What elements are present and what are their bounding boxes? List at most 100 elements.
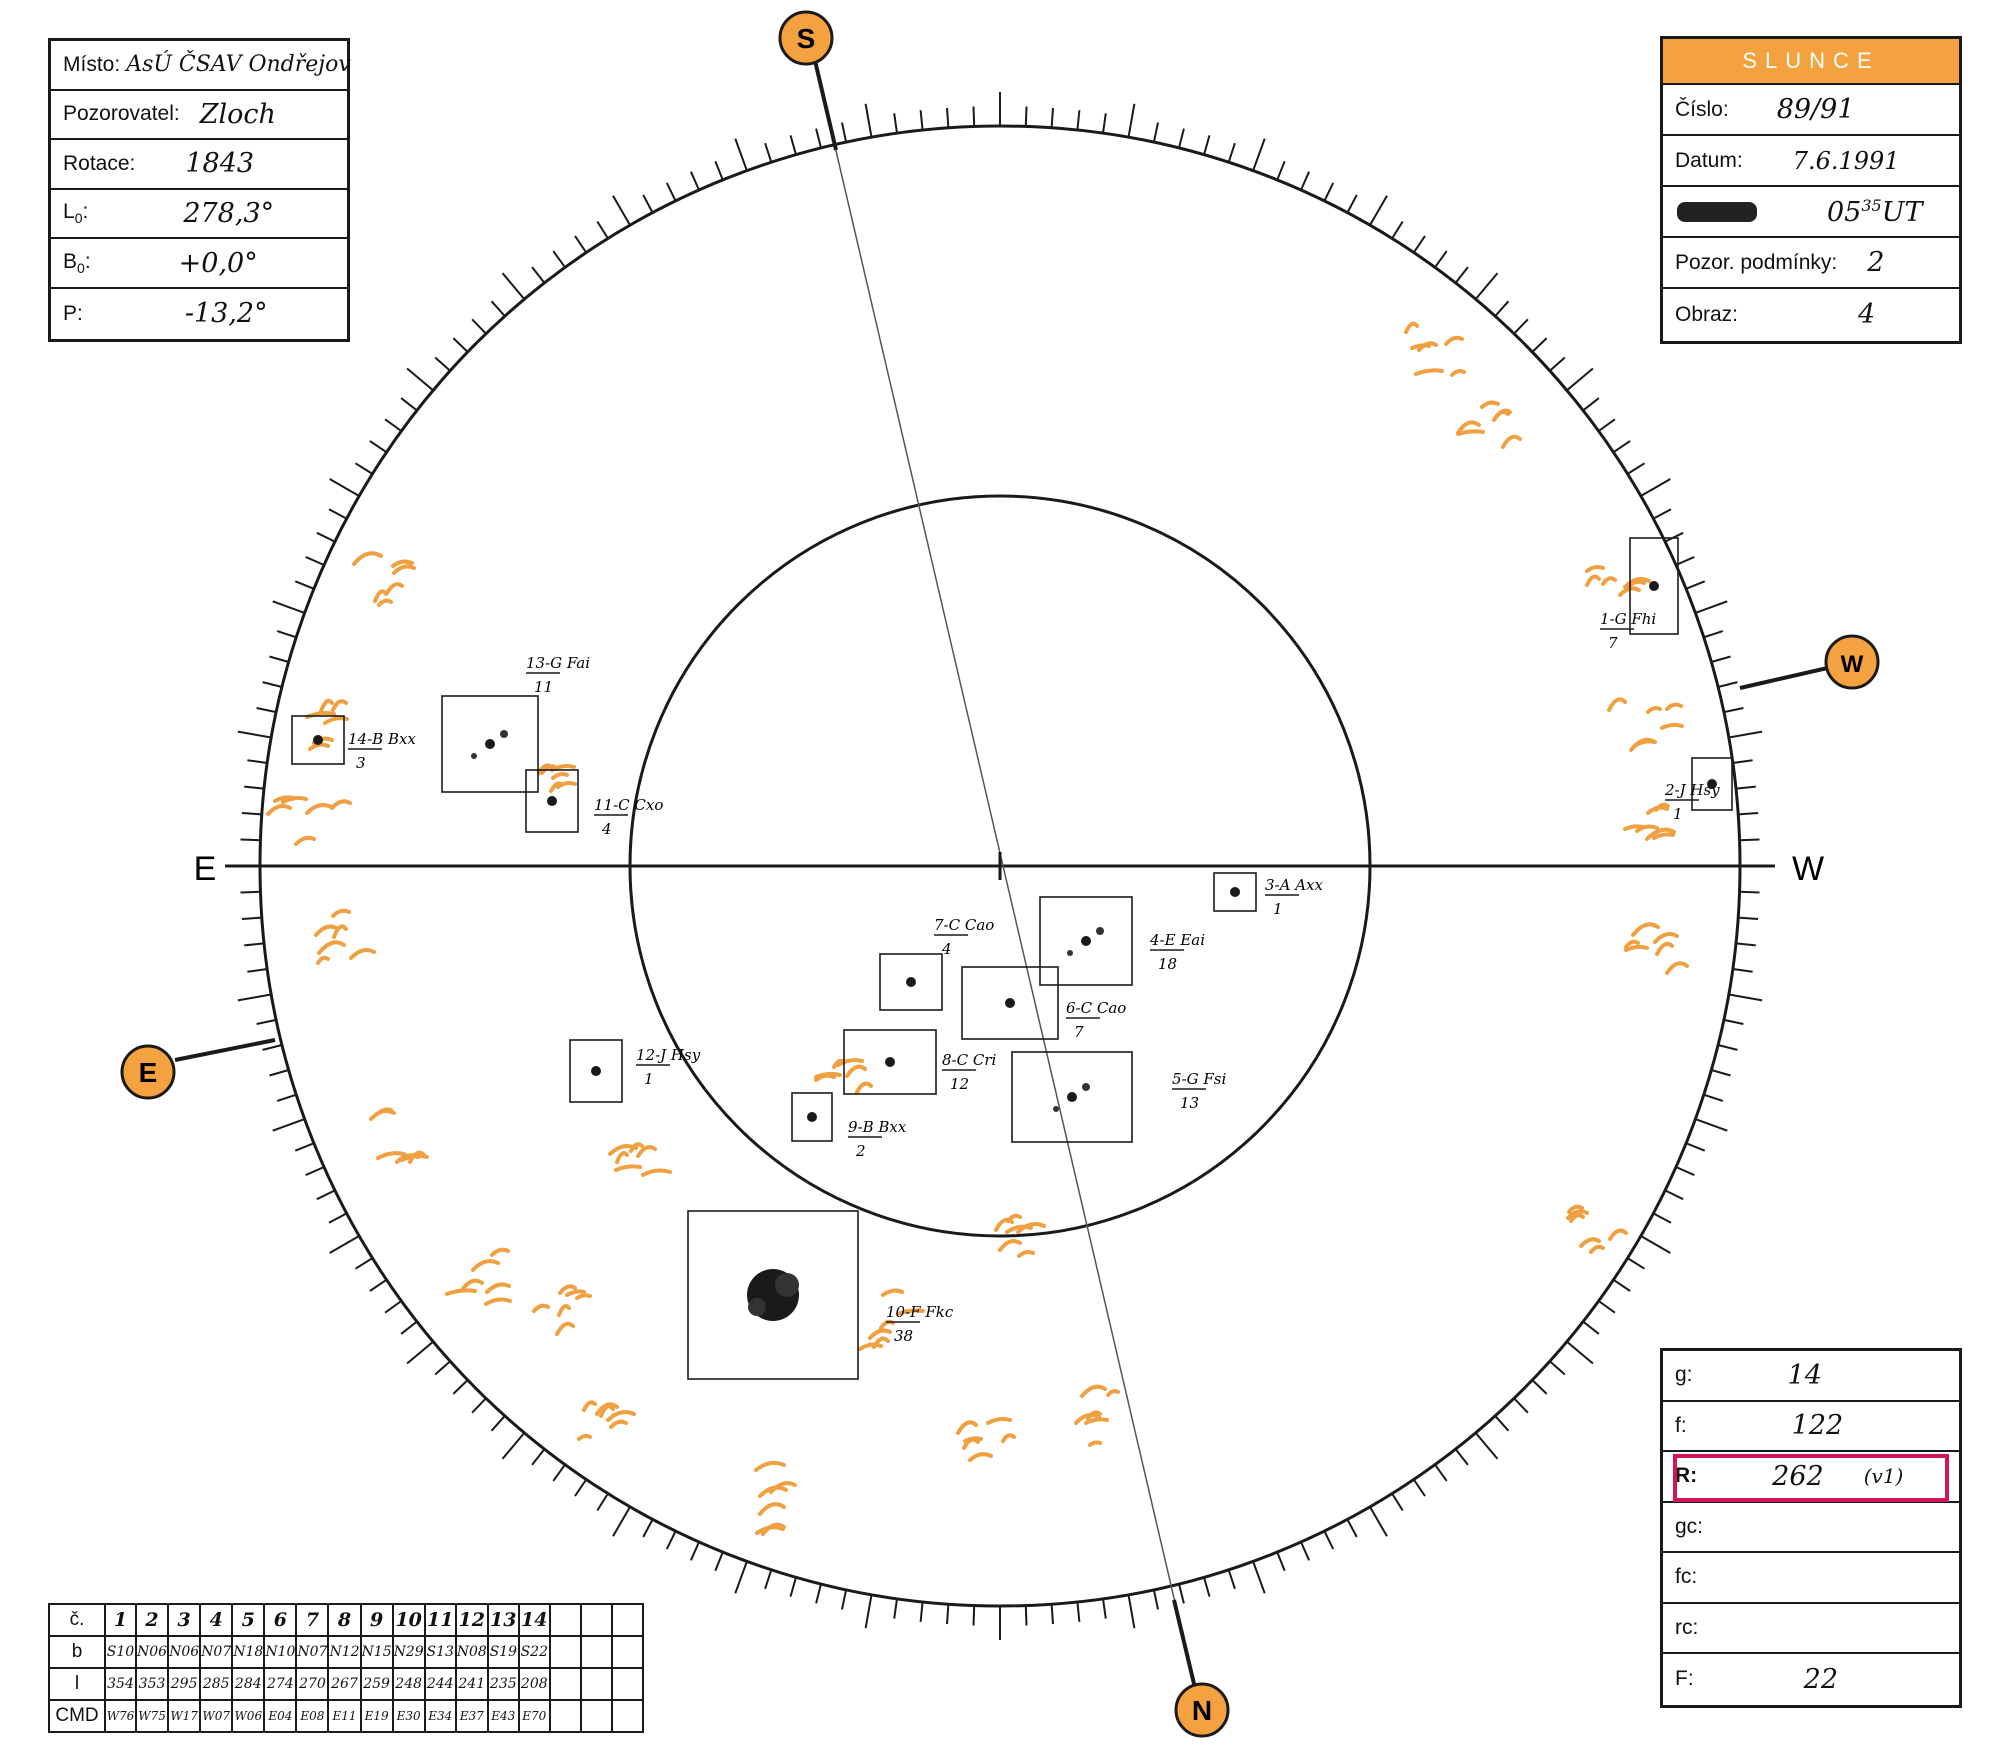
tick-mark (1735, 942, 1756, 947)
F-value: 22 (1803, 1663, 1839, 1695)
axis-label-west: W (1792, 850, 1824, 888)
tick-mark (434, 356, 451, 372)
facula-mark (1655, 941, 1674, 956)
facula-mark (758, 1485, 788, 1498)
axis-label-east: E (194, 850, 217, 888)
tick-mark (384, 418, 402, 432)
facula-mark (1456, 429, 1485, 436)
facula-mark (294, 835, 316, 846)
redacted-time-label (1677, 201, 1757, 222)
tick-mark (1711, 1069, 1731, 1077)
facula-mark (1624, 944, 1649, 952)
group-box (1039, 896, 1133, 986)
table-cell: W76 (104, 1699, 137, 1733)
tick-mark (262, 1044, 283, 1051)
tick-mark (764, 1569, 773, 1590)
sunspot-umbra (1649, 581, 1659, 591)
tick-mark (1346, 194, 1358, 214)
group-count: 4 (601, 820, 612, 838)
facula-mark (558, 1284, 577, 1295)
tick-mark (531, 266, 546, 284)
tick-mark (256, 1018, 277, 1025)
faculae-group (266, 321, 1689, 1536)
facula-mark (377, 598, 393, 607)
tick-mark (1612, 440, 1631, 454)
tick-mark (1598, 1300, 1616, 1314)
group-count: 7 (1608, 634, 1618, 652)
facula-mark (761, 1522, 786, 1536)
facula-mark (1569, 1213, 1585, 1223)
facula-mark (754, 1460, 786, 1472)
sunspot-umbra (885, 1057, 895, 1067)
facula-mark (1601, 576, 1617, 586)
tick-mark (596, 220, 609, 239)
table-row-label: CMD (48, 1699, 106, 1733)
tick-mark (400, 397, 418, 412)
facula-mark (1585, 565, 1605, 573)
compass-marker-n: N (1174, 1682, 1230, 1738)
facula-mark (490, 1247, 510, 1257)
facula-mark (881, 1288, 904, 1297)
facula-mark (392, 564, 416, 575)
slunce-title: SLUNCE (1663, 39, 1959, 85)
facula-mark (896, 1308, 925, 1316)
tick-mark (972, 106, 976, 127)
tick-mark (1531, 337, 1548, 353)
tick-mark (369, 1278, 388, 1292)
image-label: Obraz: (1675, 302, 1739, 326)
table-cell: N07 (199, 1635, 234, 1669)
table-cell: 14 (517, 1603, 551, 1637)
table-cell (579, 1667, 613, 1701)
facula-mark (1444, 335, 1464, 346)
tick-mark (237, 730, 272, 739)
tick-mark (764, 142, 773, 163)
facula-mark (551, 772, 569, 780)
facula-mark (550, 764, 576, 772)
tick-mark (841, 122, 848, 143)
tick-mark (244, 942, 265, 947)
table-cell: N08 (454, 1635, 489, 1669)
group-box (291, 715, 345, 765)
compass-marker-e: E (120, 1044, 176, 1100)
tick-mark (272, 600, 305, 614)
b0-label: B0: (63, 250, 91, 277)
tick-mark (1703, 630, 1724, 639)
tick-mark (1412, 1478, 1426, 1497)
facula-mark (352, 551, 383, 566)
tick-mark (1454, 1448, 1469, 1466)
table-cell: W75 (134, 1699, 170, 1733)
facula-mark (1567, 1204, 1584, 1214)
b0-value: +0,0° (178, 247, 258, 279)
f-value: 122 (1791, 1410, 1844, 1442)
facula-mark (1086, 1410, 1102, 1421)
facula-mark (1635, 824, 1659, 833)
group-label: 12-J Hsy (636, 1046, 701, 1064)
table-cell: N29 (391, 1635, 426, 1669)
tick-mark (1276, 160, 1286, 181)
group-box (569, 1039, 623, 1103)
facula-mark (986, 1417, 1012, 1425)
date-label: Datum: (1675, 148, 1743, 172)
tick-mark (596, 1493, 609, 1512)
tick-mark (864, 103, 873, 138)
table-cell: N07 (295, 1635, 330, 1669)
facula-mark (1623, 824, 1645, 831)
group-count: 4 (941, 940, 952, 958)
tick-mark (241, 916, 262, 920)
table-cell: 12 (454, 1603, 489, 1637)
tick-mark (1178, 128, 1185, 149)
tick-mark (1627, 1257, 1646, 1270)
group-box (879, 953, 943, 1011)
rc-label: rc: (1675, 1615, 1699, 1639)
tick-mark (689, 1541, 700, 1561)
group-box (1213, 872, 1257, 912)
table-cell: W17 (167, 1699, 202, 1733)
table-cell: 10 (391, 1603, 426, 1637)
group-label: 8-C Cri (942, 1051, 997, 1069)
table-cell (610, 1603, 644, 1637)
table-cell: 13 (486, 1603, 520, 1637)
